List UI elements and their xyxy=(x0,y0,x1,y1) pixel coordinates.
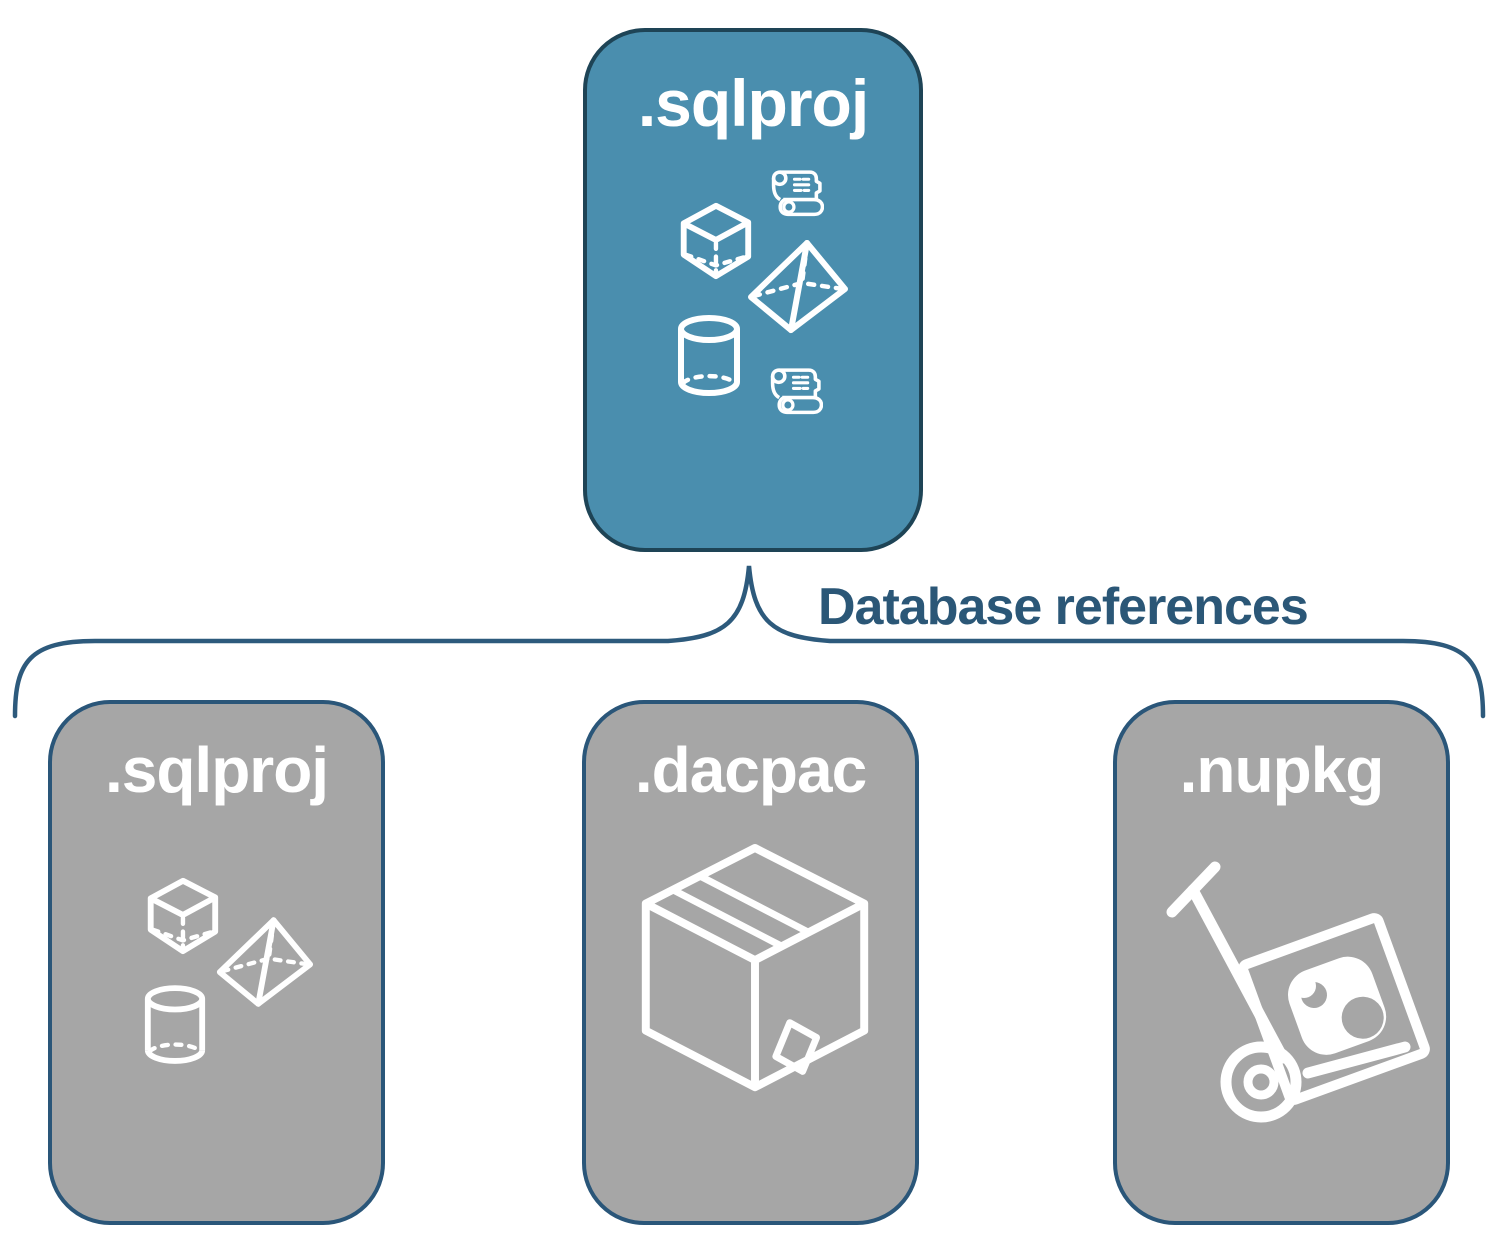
node-sqlproj-child: .sqlproj xyxy=(48,700,385,1225)
cube-icon xyxy=(138,868,224,960)
cube-icon xyxy=(671,193,757,285)
node-label: .sqlproj xyxy=(104,734,329,806)
script-scroll-icon xyxy=(769,166,824,223)
node-nupkg-child: .nupkg xyxy=(1113,700,1450,1225)
script-scroll-icon xyxy=(768,364,823,421)
node-dacpac-child: .dacpac xyxy=(582,700,919,1225)
cylinder-icon xyxy=(142,984,208,1068)
connector-label: Database references xyxy=(818,578,1309,636)
node-sqlproj-root: .sqlproj xyxy=(583,28,923,552)
cylinder-icon xyxy=(675,315,743,399)
hand-truck-package-icon xyxy=(1162,856,1447,1136)
node-label: .dacpac xyxy=(634,734,867,806)
node-label: .sqlproj xyxy=(637,66,869,140)
package-box-icon xyxy=(635,842,875,1120)
pyramid-icon xyxy=(214,915,314,1009)
pyramid-icon xyxy=(745,239,849,334)
node-label: .nupkg xyxy=(1179,734,1385,806)
